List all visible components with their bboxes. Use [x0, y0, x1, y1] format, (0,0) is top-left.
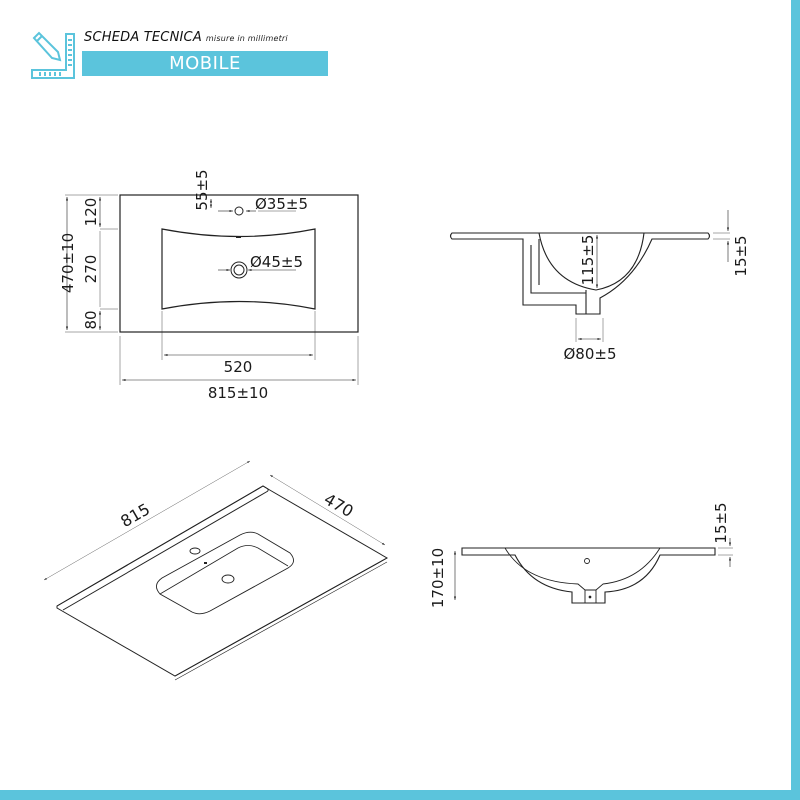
label-segment-back: 120: [82, 198, 100, 227]
label-tap-offset: 55±5: [193, 169, 211, 210]
label-basin-depth: 115±5: [579, 235, 597, 286]
label-segment-front: 80: [82, 310, 100, 329]
label-iso-depth: 470: [321, 489, 357, 521]
basin-outline: [161, 228, 316, 310]
top-view-labels: 470±10 120 270 80 55±5 Ø35±5 Ø45±5 520 8…: [59, 169, 308, 402]
section-view-labels: 115±5 15±5 Ø80±5: [563, 235, 750, 363]
spec-subtitle: misure in millimetri: [205, 34, 288, 43]
countertop-outline: [119, 194, 359, 333]
ruler-pencil-icon: [31, 31, 75, 79]
label-basin-width: 520: [224, 358, 253, 376]
label-drain-diameter: Ø45±5: [250, 253, 303, 271]
label-overall-depth: 470±10: [59, 233, 77, 293]
drain-hole: [230, 261, 248, 279]
top-view: [65, 194, 359, 385]
label-drain-outlet: Ø80±5: [563, 345, 616, 363]
front-view: [453, 538, 733, 604]
isometric-view-labels: 815 470: [117, 489, 356, 531]
frame-border-bottom: [0, 790, 800, 800]
label-front-height: 170±10: [429, 548, 447, 608]
label-iso-width: 815: [117, 499, 153, 531]
label-front-slab: 15±5: [712, 502, 730, 543]
frame-border-right: [791, 0, 800, 800]
isometric-view: [43, 460, 389, 681]
section-view: [449, 210, 730, 342]
label-tap-diameter: Ø35±5: [255, 195, 308, 213]
front-view-labels: 170±10 15±5: [429, 502, 730, 608]
label-segment-basin: 270: [82, 255, 100, 284]
label-slab-thickness: 15±5: [732, 235, 750, 276]
label-overall-width: 815±10: [208, 384, 268, 402]
category-banner: MOBILE: [82, 51, 328, 76]
tap-hole: [234, 206, 244, 216]
